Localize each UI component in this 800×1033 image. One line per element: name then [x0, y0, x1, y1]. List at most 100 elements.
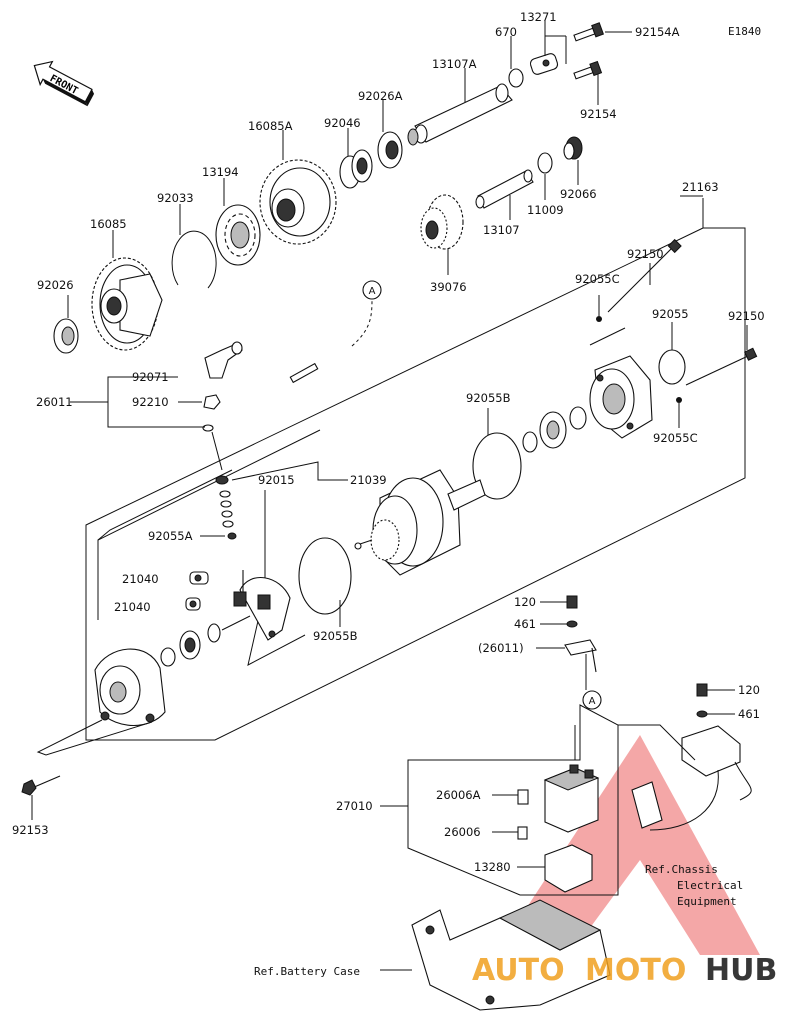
label-92015: 92015 — [258, 473, 295, 487]
left-bearings — [160, 615, 251, 667]
ref-chassis-line1: Ref.Chassis — [645, 863, 718, 876]
springs-21040 — [185, 571, 209, 611]
label-27010: 27010 — [336, 799, 373, 813]
label-92026: 92026 — [37, 278, 74, 292]
svg-text:MOTO: MOTO — [585, 953, 686, 988]
label-92055B-top: 92055B — [466, 391, 511, 405]
shaft-13107A — [407, 68, 513, 146]
watermark-text: AUTO MOTO HUB — [472, 953, 777, 988]
watermark-logo — [512, 735, 760, 955]
label-26006: 26006 — [444, 825, 481, 839]
svg-text:A: A — [369, 286, 376, 297]
label-92150-right: 92150 — [728, 309, 765, 323]
washer-92026 — [53, 295, 79, 354]
label-16085: 16085 — [90, 217, 127, 231]
label-13280: 13280 — [474, 860, 511, 874]
label-92055B-bottom: 92055B — [313, 629, 358, 643]
label-13107: 13107 — [483, 223, 520, 237]
armature — [354, 469, 486, 576]
bolt-120-a — [540, 595, 578, 609]
label-461-top: 461 — [514, 617, 536, 631]
oring-92055C-bottom — [676, 397, 682, 403]
lead-wire-26011 — [202, 299, 373, 432]
gear-16085A — [259, 130, 337, 245]
label-92150-top: 92150 — [627, 247, 664, 261]
washer-11009 — [537, 152, 553, 200]
circlip-92033 — [171, 204, 217, 289]
oring-92055B-right — [472, 408, 522, 500]
ref-chassis-line2: Electrical — [677, 879, 743, 892]
washer-stack — [97, 431, 348, 620]
label-92154: 92154 — [580, 107, 617, 121]
callout-a-bottom: A — [582, 690, 602, 710]
svg-text:AUTO: AUTO — [472, 953, 565, 988]
washer-461-a — [540, 620, 578, 628]
front-arrow-icon: FRONT — [33, 60, 95, 107]
oring-92055 — [658, 322, 686, 385]
label-92046: 92046 — [324, 116, 361, 130]
label-92055: 92055 — [652, 307, 689, 321]
gear-39076 — [420, 194, 464, 275]
ref-battery-case: Ref.Battery Case — [254, 965, 360, 978]
label-120-top: 120 — [514, 595, 536, 609]
washer-461-b — [696, 710, 735, 718]
oring-92055B-left — [298, 537, 352, 627]
wiring-connector — [631, 725, 752, 831]
label-92055C-bottom: 92055C — [653, 431, 698, 445]
label-92066: 92066 — [560, 187, 597, 201]
label-26011: 26011 — [36, 395, 73, 409]
svg-text:HUB: HUB — [705, 953, 777, 988]
label-21039: 21039 — [350, 473, 387, 487]
oring-92055C-top — [596, 316, 602, 322]
end-cover-left — [36, 648, 166, 756]
label-92033: 92033 — [157, 191, 194, 205]
label-92154A: 92154A — [635, 25, 680, 39]
label-13107A: 13107A — [432, 57, 477, 71]
ref-chassis-line3: Equipment — [677, 895, 737, 908]
fuse-26006 — [517, 826, 528, 840]
diagram-code: E1840 — [728, 25, 761, 38]
bearing-92046 — [339, 128, 373, 189]
label-120-right: 120 — [738, 683, 760, 697]
gear-16085 — [91, 230, 163, 351]
label-13271: 13271 — [520, 10, 557, 24]
brush-holder — [233, 490, 306, 666]
callout-a-top: A — [362, 280, 382, 300]
label-92055A: 92055A — [148, 529, 193, 543]
washer-92026A — [377, 100, 403, 169]
holder-13280 — [517, 844, 593, 893]
bolts-92150 — [607, 238, 758, 386]
fuse-26006A — [517, 789, 529, 805]
label-92055C-top: 92055C — [575, 272, 620, 286]
part-labels: 92154A 13271 670 13107A 92154 92026A 920… — [12, 10, 765, 874]
bushing-92066 — [563, 136, 583, 185]
terminal-26011 — [536, 639, 597, 690]
label-26011-ref: (26011) — [478, 641, 524, 655]
label-670: 670 — [495, 25, 517, 39]
label-16085A: 16085A — [248, 119, 293, 133]
label-39076: 39076 — [430, 280, 467, 294]
label-11009: 11009 — [527, 203, 564, 217]
label-461-right: 461 — [738, 707, 760, 721]
label-92210: 92210 — [132, 395, 169, 409]
starter-relay — [492, 764, 600, 833]
nut-92210 — [203, 394, 221, 410]
shaft-13107 — [475, 169, 534, 220]
end-cover-right — [522, 327, 653, 453]
bolt-92153 — [21, 775, 61, 820]
label-26006A: 26006A — [436, 788, 481, 802]
svg-text:A: A — [589, 696, 596, 707]
assembly-outline — [85, 195, 746, 741]
reference-labels: Ref.Chassis Electrical Equipment Ref.Bat… — [254, 863, 743, 978]
label-92026A: 92026A — [358, 89, 403, 103]
clutch-13194 — [215, 178, 261, 266]
battery-case — [380, 899, 611, 1011]
label-92071: 92071 — [132, 370, 169, 384]
bolt-120-b — [696, 683, 735, 697]
screws-top — [508, 20, 632, 105]
label-13194: 13194 — [202, 165, 239, 179]
label-21040-top: 21040 — [122, 572, 159, 586]
label-21163: 21163 — [682, 180, 719, 194]
label-92153: 92153 — [12, 823, 49, 837]
